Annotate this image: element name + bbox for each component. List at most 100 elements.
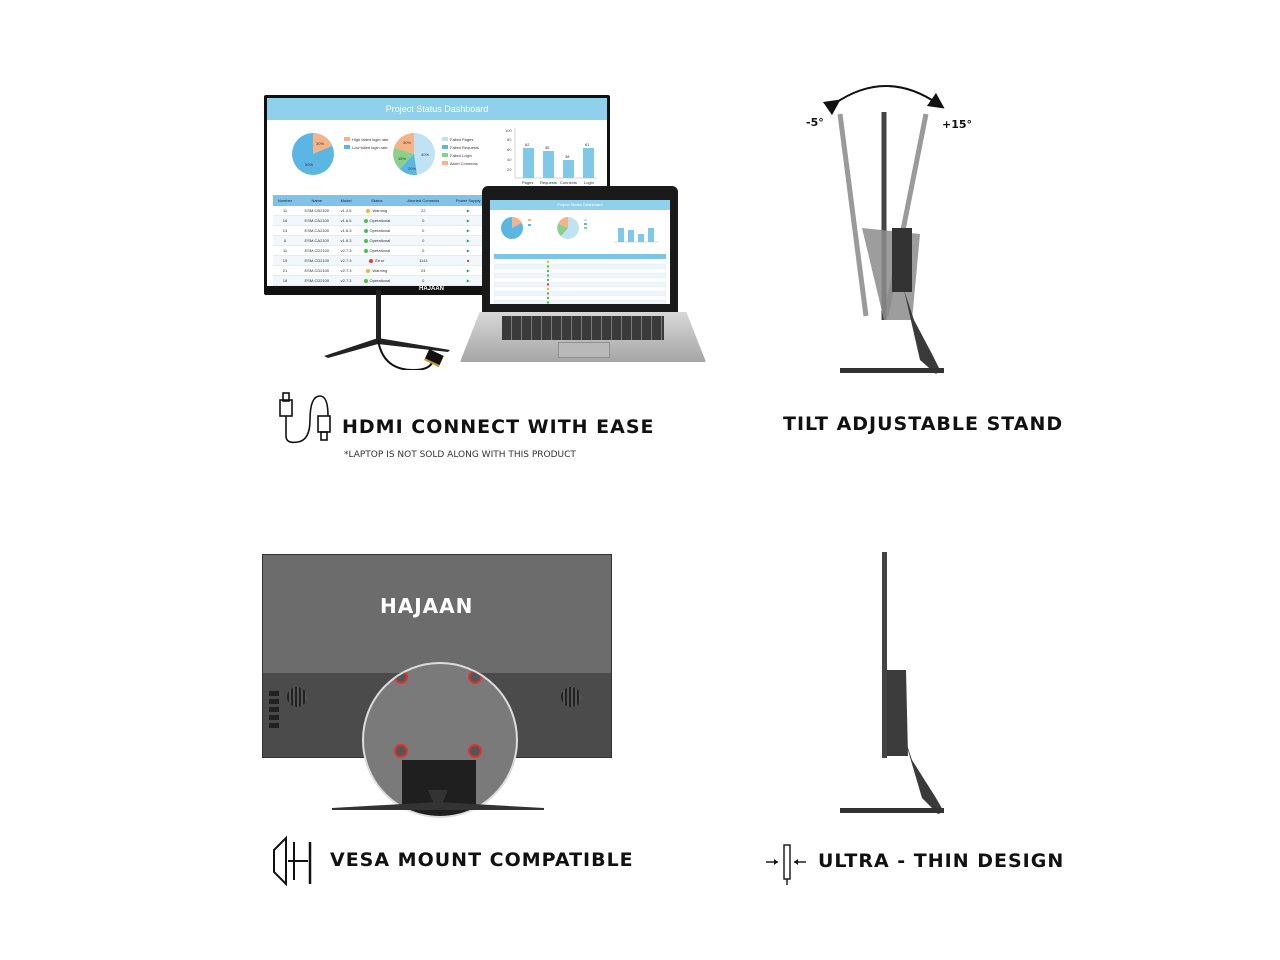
thin-profile-icon [766,844,806,885]
laptop-status-dot-icon [546,283,550,286]
status-text: Operational [369,218,391,223]
vesa-hole-top-right [468,670,482,684]
col-aborted: Aborted Connects [398,195,449,206]
hdmi-feature-panel: Project Status Dashboard 30% 50% High fa… [258,90,718,380]
power-cell: ▶ [448,285,488,286]
power-play-icon: ▶ [466,268,470,273]
tilt-stand-base [840,368,944,373]
power-cell: ▶ [448,245,488,256]
laptop-table-row [493,300,667,304]
status-text: Operational [369,228,391,233]
table-cell: 22 [398,206,449,216]
laptop-status-dot-icon [546,301,550,304]
power-cell: ▶ [448,215,488,226]
table-cell: 0 [398,275,449,286]
laptop-disclaimer: *LAPTOP IS NOT SOLD ALONG WITH THIS PROD… [344,450,576,460]
tilt-angle-forward: +15° [942,118,973,131]
power-play-icon: ▶ [466,228,470,233]
pie2-value-2: 40% [421,152,429,157]
thin-side-illustration [840,552,944,814]
hdmi-feature-label: HDMI CONNECT WITH EASE [342,416,655,438]
laptop-status-dot-icon [546,260,550,264]
status-dot-icon [369,258,374,263]
table-cell: 8 [273,235,298,246]
status-dot-icon [366,208,371,213]
table-cell: v1.6.3 [336,235,356,246]
table-cell: 13 [273,225,298,236]
pie2-value-3: 15% [398,156,406,161]
laptop-touchpad [558,342,610,358]
table-cell: 11 [273,206,298,216]
status-cell: Warning [355,265,399,276]
table-cell: 0 [398,225,449,236]
laptop-status-dot-icon [546,269,550,273]
power-cell: ▶ [448,206,488,216]
status-text: Warning [372,268,388,273]
table-cell: ESM-CD2100 [297,285,337,286]
status-cell: Warning [355,206,399,216]
table-cell: ESM-CB2100 [297,206,337,216]
power-play-icon: ▶ [466,218,470,223]
pie1-value-1: 30% [316,141,324,146]
laptop-table-row [493,264,667,269]
bar-pages [523,148,534,178]
power-cell: ▶ [448,265,488,276]
table-cell: 0 [398,245,449,256]
laptop-table-row [493,259,667,265]
thin-panel [882,552,887,758]
vesa-hole-bottom-left [394,744,408,758]
bar-cat-pages: Pages [522,180,533,185]
vesa-icon [273,836,312,886]
vesa-hole-top-left [394,670,408,684]
status-dot-icon [363,228,368,233]
thin-feature-label: ULTRA - THIN DESIGN [818,850,1065,872]
table-cell: ESM-CD2100 [297,245,337,256]
power-off-icon: ■ [467,258,470,263]
bar-login [583,148,594,178]
power-cell: ▶ [448,235,488,246]
pie2-legend-2: Failed Requests [450,145,479,150]
status-cell: Operational [355,275,399,286]
vesa-feature-label: VESA MOUNT COMPATIBLE [330,849,634,871]
status-dot-icon [363,238,368,243]
bar-tick-20: 20 [507,167,512,172]
laptop-dashboard-charts [501,216,658,243]
status-text: Operational [369,248,391,253]
tilt-back-position [837,113,869,317]
table-cell: v1.6.5 [336,215,356,226]
laptop-status-dot-icon [546,278,550,282]
laptop-keyboard [502,316,664,340]
status-cell: Operational [355,215,399,226]
bar-value-login: 61 [585,142,590,147]
control-buttons [269,691,279,731]
power-cell: ▶ [448,275,488,286]
vesa-monitor-stand [332,790,544,810]
laptop-table-row [493,295,667,301]
laptop-dashboard-title: Project Status Dashboard [490,200,670,210]
laptop-table-row [493,277,667,283]
vesa-hole-bottom-right [468,744,482,758]
laptop-status-dot-icon [546,287,550,291]
table-cell: 1144 [398,255,449,266]
tilt-feature-label: TILT ADJUSTABLE STAND [783,413,1064,435]
table-cell: 21 [273,265,298,276]
pie1-legend-2: Low failed login rate [352,145,388,150]
laptop-status-dot-icon [546,265,550,268]
table-cell: 0 [398,235,449,246]
bar-cat-login: Login [584,180,594,185]
thin-stand-neck [902,730,944,814]
pie2-value-1: 30% [403,140,411,145]
laptop-status-dot-icon [546,292,550,295]
table-cell: 0 [398,285,449,286]
table-cell: v2.7.3 [336,255,356,266]
power-play-icon: ▶ [466,278,470,283]
laptop-table-row [493,273,667,278]
status-cell: Error [355,255,399,266]
pie1-legend-1: High failed login rate [352,137,389,142]
table-cell: ESM-CD2100 [297,275,337,286]
laptop-dashboard-table [493,254,667,304]
power-play-icon: ▶ [466,238,470,243]
